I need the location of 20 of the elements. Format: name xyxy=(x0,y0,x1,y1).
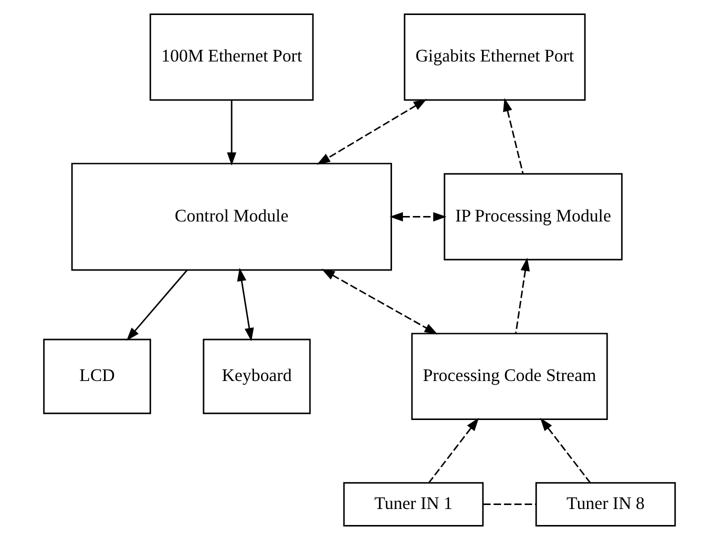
arrow xyxy=(428,418,478,484)
node-box: Processing Code Stream xyxy=(410,332,608,420)
arrow xyxy=(226,100,236,166)
node-box: LCD xyxy=(42,338,151,414)
arrow xyxy=(316,99,426,165)
node-box: Gigabits Ethernet Port xyxy=(403,14,586,101)
arrow xyxy=(320,268,438,335)
node-box: Control Module xyxy=(70,162,392,271)
node-box: IP Processing Module xyxy=(443,173,622,260)
arrow xyxy=(502,98,524,174)
node-box: Tuner IN 1 xyxy=(342,482,484,526)
arrow xyxy=(236,268,254,342)
arrow xyxy=(126,270,188,341)
node-box: 100M Ethernet Port xyxy=(149,14,314,101)
node-box: Tuner IN 8 xyxy=(534,482,676,526)
connector xyxy=(482,504,536,506)
arrow xyxy=(389,212,446,222)
arrow xyxy=(514,258,530,334)
node-box: Keyboard xyxy=(202,338,310,414)
arrow xyxy=(540,418,590,484)
